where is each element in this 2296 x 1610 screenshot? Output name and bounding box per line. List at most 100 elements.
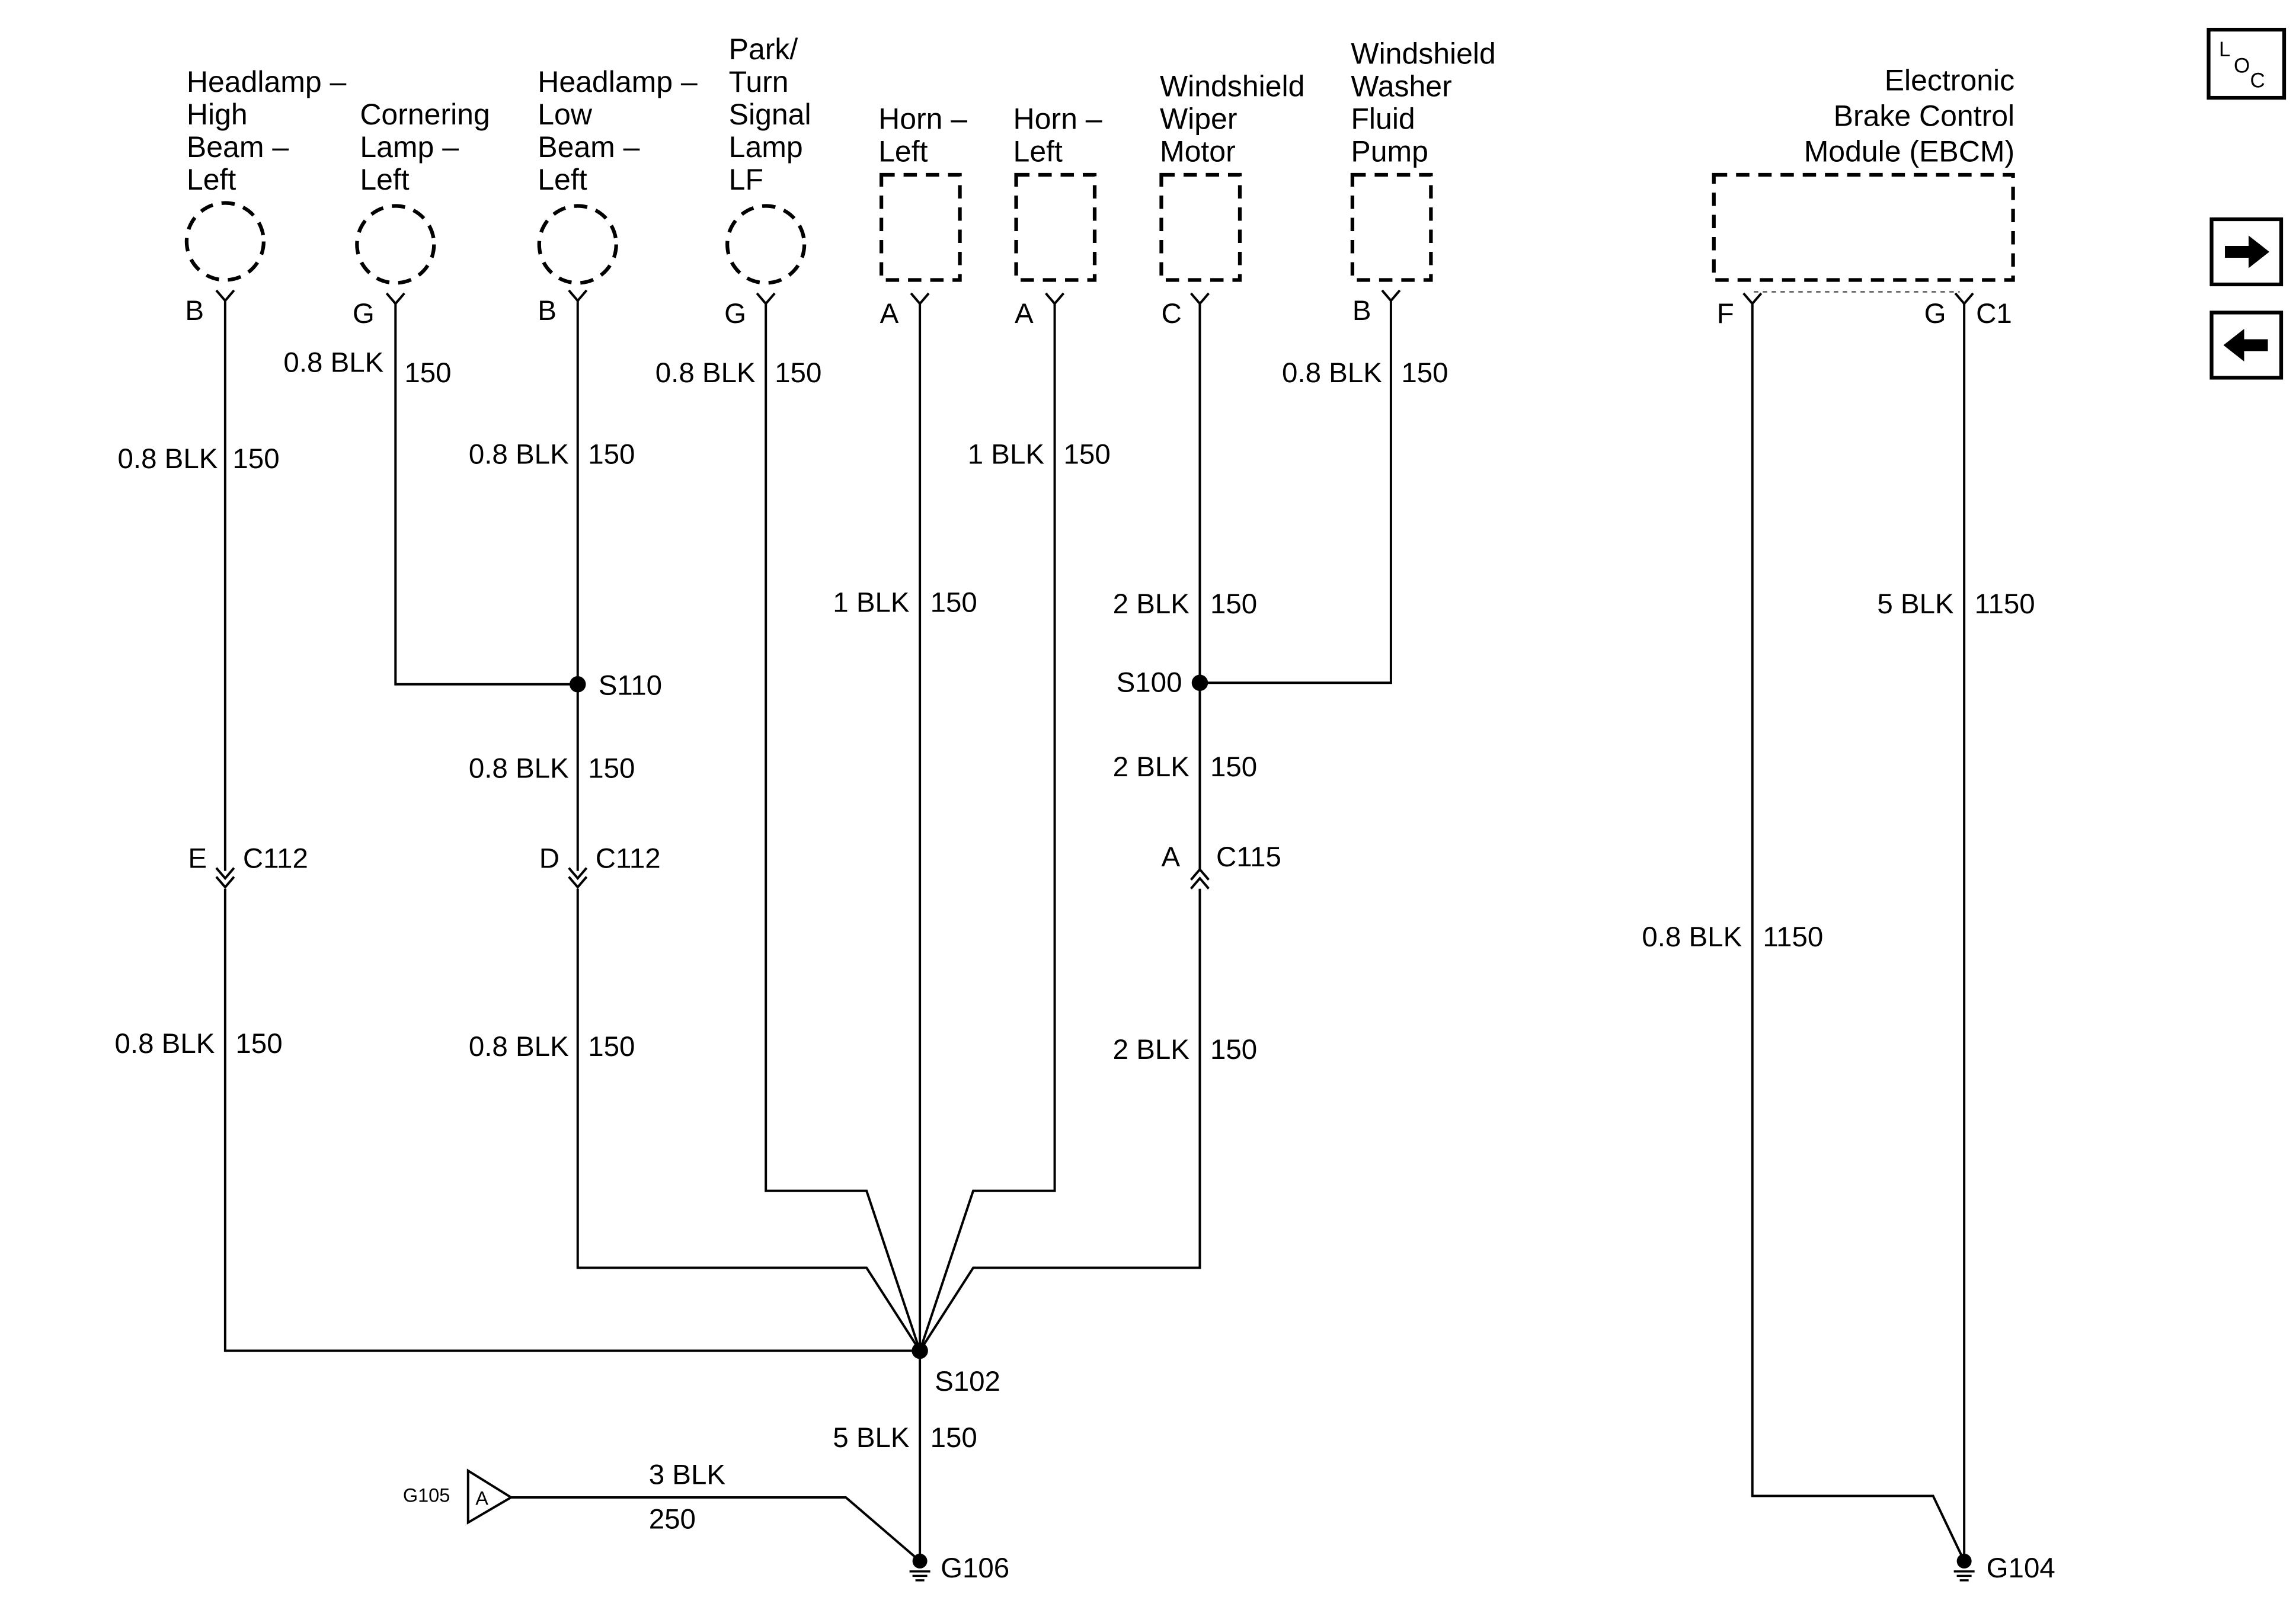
- wire-color-label: 1 BLK: [968, 438, 1045, 470]
- component-label-line: Park/: [729, 33, 798, 66]
- ground-dot: [1956, 1553, 1972, 1569]
- component-label-line: Wiper: [1160, 103, 1237, 136]
- splices: S110 S100 S102: [570, 667, 1208, 1397]
- splice-dot-s100: [1191, 674, 1208, 692]
- ground-g105-reference: A G105: [403, 1468, 514, 1525]
- component-label-line: Left: [1013, 135, 1063, 168]
- pin-label: B: [538, 295, 557, 327]
- connector-label: C1: [1976, 298, 2012, 329]
- pin-terminal: [1742, 292, 1763, 306]
- pin-labels: B G B G A A C B F G C1: [185, 295, 2012, 329]
- wire-color-label: 0.8 BLK: [1282, 357, 1382, 389]
- component-label-line: Fluid: [1351, 103, 1415, 136]
- component-label-line: Low: [538, 98, 593, 131]
- connector-symbol-c115: [1189, 868, 1210, 890]
- component-headlamp-high-left: Headlamp – High Beam – Left: [184, 65, 347, 282]
- ground-g104: G104: [1953, 1553, 2055, 1584]
- wire-washer-pump: [1200, 300, 1392, 684]
- wires: [223, 300, 1966, 1562]
- connector-symbol-c112-d: [568, 867, 588, 889]
- connector-labels: E C112 D C112 A C115: [188, 841, 1281, 874]
- right-arrow-icon: [2225, 235, 2270, 268]
- wire-circuit-label: 250: [649, 1503, 696, 1535]
- component-label-line: Beam –: [538, 130, 639, 164]
- wire-circuit-label: 150: [1064, 438, 1111, 470]
- component-label-line: Electronic: [1885, 64, 2014, 97]
- loc-letter: C: [2250, 69, 2265, 92]
- wire-color-label: 0.8 BLK: [655, 357, 756, 389]
- component-label-line: LF: [729, 163, 763, 196]
- headlamp-low-left-symbol: [537, 204, 618, 285]
- wire-circuit-label: 150: [1210, 588, 1257, 620]
- wire-wiper-lower: [919, 888, 1201, 1352]
- component-ebcm: Electronic Brake Control Module (EBCM): [1712, 64, 2015, 293]
- pin-terminal: [1954, 292, 1974, 306]
- wire-circuit-label: 150: [1210, 751, 1257, 783]
- ground-label: G106: [941, 1553, 1009, 1584]
- wire-color-label: 0.8 BLK: [469, 1031, 569, 1062]
- wire-circuit-label: 150: [1401, 357, 1448, 389]
- headlamp-high-left-symbol: [184, 201, 266, 282]
- ground-dot: [912, 1553, 928, 1569]
- component-label-line: Left: [878, 135, 928, 168]
- component-label-line: Horn –: [1013, 103, 1102, 136]
- pin-label: B: [1352, 295, 1371, 327]
- wire-circuit-label: 150: [235, 1028, 282, 1060]
- horn-left-2-symbol: [1014, 172, 1097, 282]
- pin-terminal: [1189, 292, 1210, 306]
- component-label-line: Turn: [729, 65, 789, 98]
- wire-color-label: 0.8 BLK: [283, 347, 383, 378]
- pin-label: G: [724, 298, 746, 329]
- pin-label: A: [1015, 298, 1034, 329]
- wire-color-label: 5 BLK: [833, 1422, 910, 1454]
- component-label-line: Left: [187, 163, 236, 196]
- loc-letter: L: [2219, 38, 2230, 61]
- cornering-lamp-left-symbol: [355, 204, 436, 285]
- wire-color-label: 0.8 BLK: [1642, 921, 1742, 953]
- pin-terminal: [910, 292, 930, 306]
- back-button[interactable]: [2209, 311, 2284, 380]
- loc-letter: O: [2234, 55, 2250, 78]
- splice-label: S100: [1117, 667, 1182, 698]
- pin-terminals: [215, 289, 1974, 306]
- wire-ebcm-f: [1751, 303, 1965, 1562]
- wire-color-label: 2 BLK: [1113, 751, 1190, 783]
- pin-label: G: [1924, 298, 1946, 329]
- connector-pin: A: [1161, 841, 1180, 873]
- wire-color-label: 5 BLK: [1877, 588, 1954, 620]
- ground-icon: [1953, 1570, 1975, 1582]
- wire-color-label: 3 BLK: [649, 1459, 726, 1490]
- component-horn-left-2: Horn – Left: [1013, 103, 1102, 282]
- forward-button[interactable]: [2209, 217, 2284, 287]
- wire-color-label: 0.8 BLK: [469, 438, 569, 470]
- wire-circuit-label: 150: [930, 1422, 977, 1454]
- connector-name: C112: [243, 843, 308, 875]
- ground-g106: G106: [909, 1553, 1009, 1584]
- pin-label: A: [880, 298, 899, 329]
- wire-circuit-label: 150: [1210, 1034, 1257, 1065]
- wire-color-label: 0.8 BLK: [115, 1028, 215, 1060]
- component-cornering-lamp-left: Cornering Lamp – Left: [355, 98, 490, 285]
- wire-cornering: [394, 303, 578, 686]
- pin-terminal: [756, 292, 776, 306]
- component-wiper-motor: Windshield Wiper Motor: [1159, 70, 1304, 282]
- splice-label: S110: [599, 670, 662, 701]
- wire-circuit-label: 150: [404, 357, 451, 389]
- component-label-line: Washer: [1351, 70, 1451, 103]
- component-washer-pump: Windshield Washer Fluid Pump: [1350, 37, 1496, 282]
- component-headlamp-low-left: Headlamp – Low Beam – Left: [537, 65, 698, 285]
- component-label-line: Headlamp –: [538, 65, 698, 98]
- wire-circuit-label: 150: [588, 438, 635, 470]
- component-label-line: Left: [538, 163, 587, 196]
- component-label-line: Left: [360, 163, 409, 196]
- component-label-line: Lamp –: [360, 130, 459, 164]
- wire-circuit-label: 150: [232, 443, 279, 475]
- ground-label: G104: [1987, 1553, 2055, 1584]
- component-label-line: Horn –: [878, 103, 967, 136]
- wire-color-label: 2 BLK: [1113, 588, 1190, 620]
- left-arrow-icon: [2223, 328, 2268, 361]
- loc-button[interactable]: L O C: [2207, 27, 2287, 100]
- pin-terminal: [215, 289, 235, 303]
- connector-name: C112: [596, 843, 661, 875]
